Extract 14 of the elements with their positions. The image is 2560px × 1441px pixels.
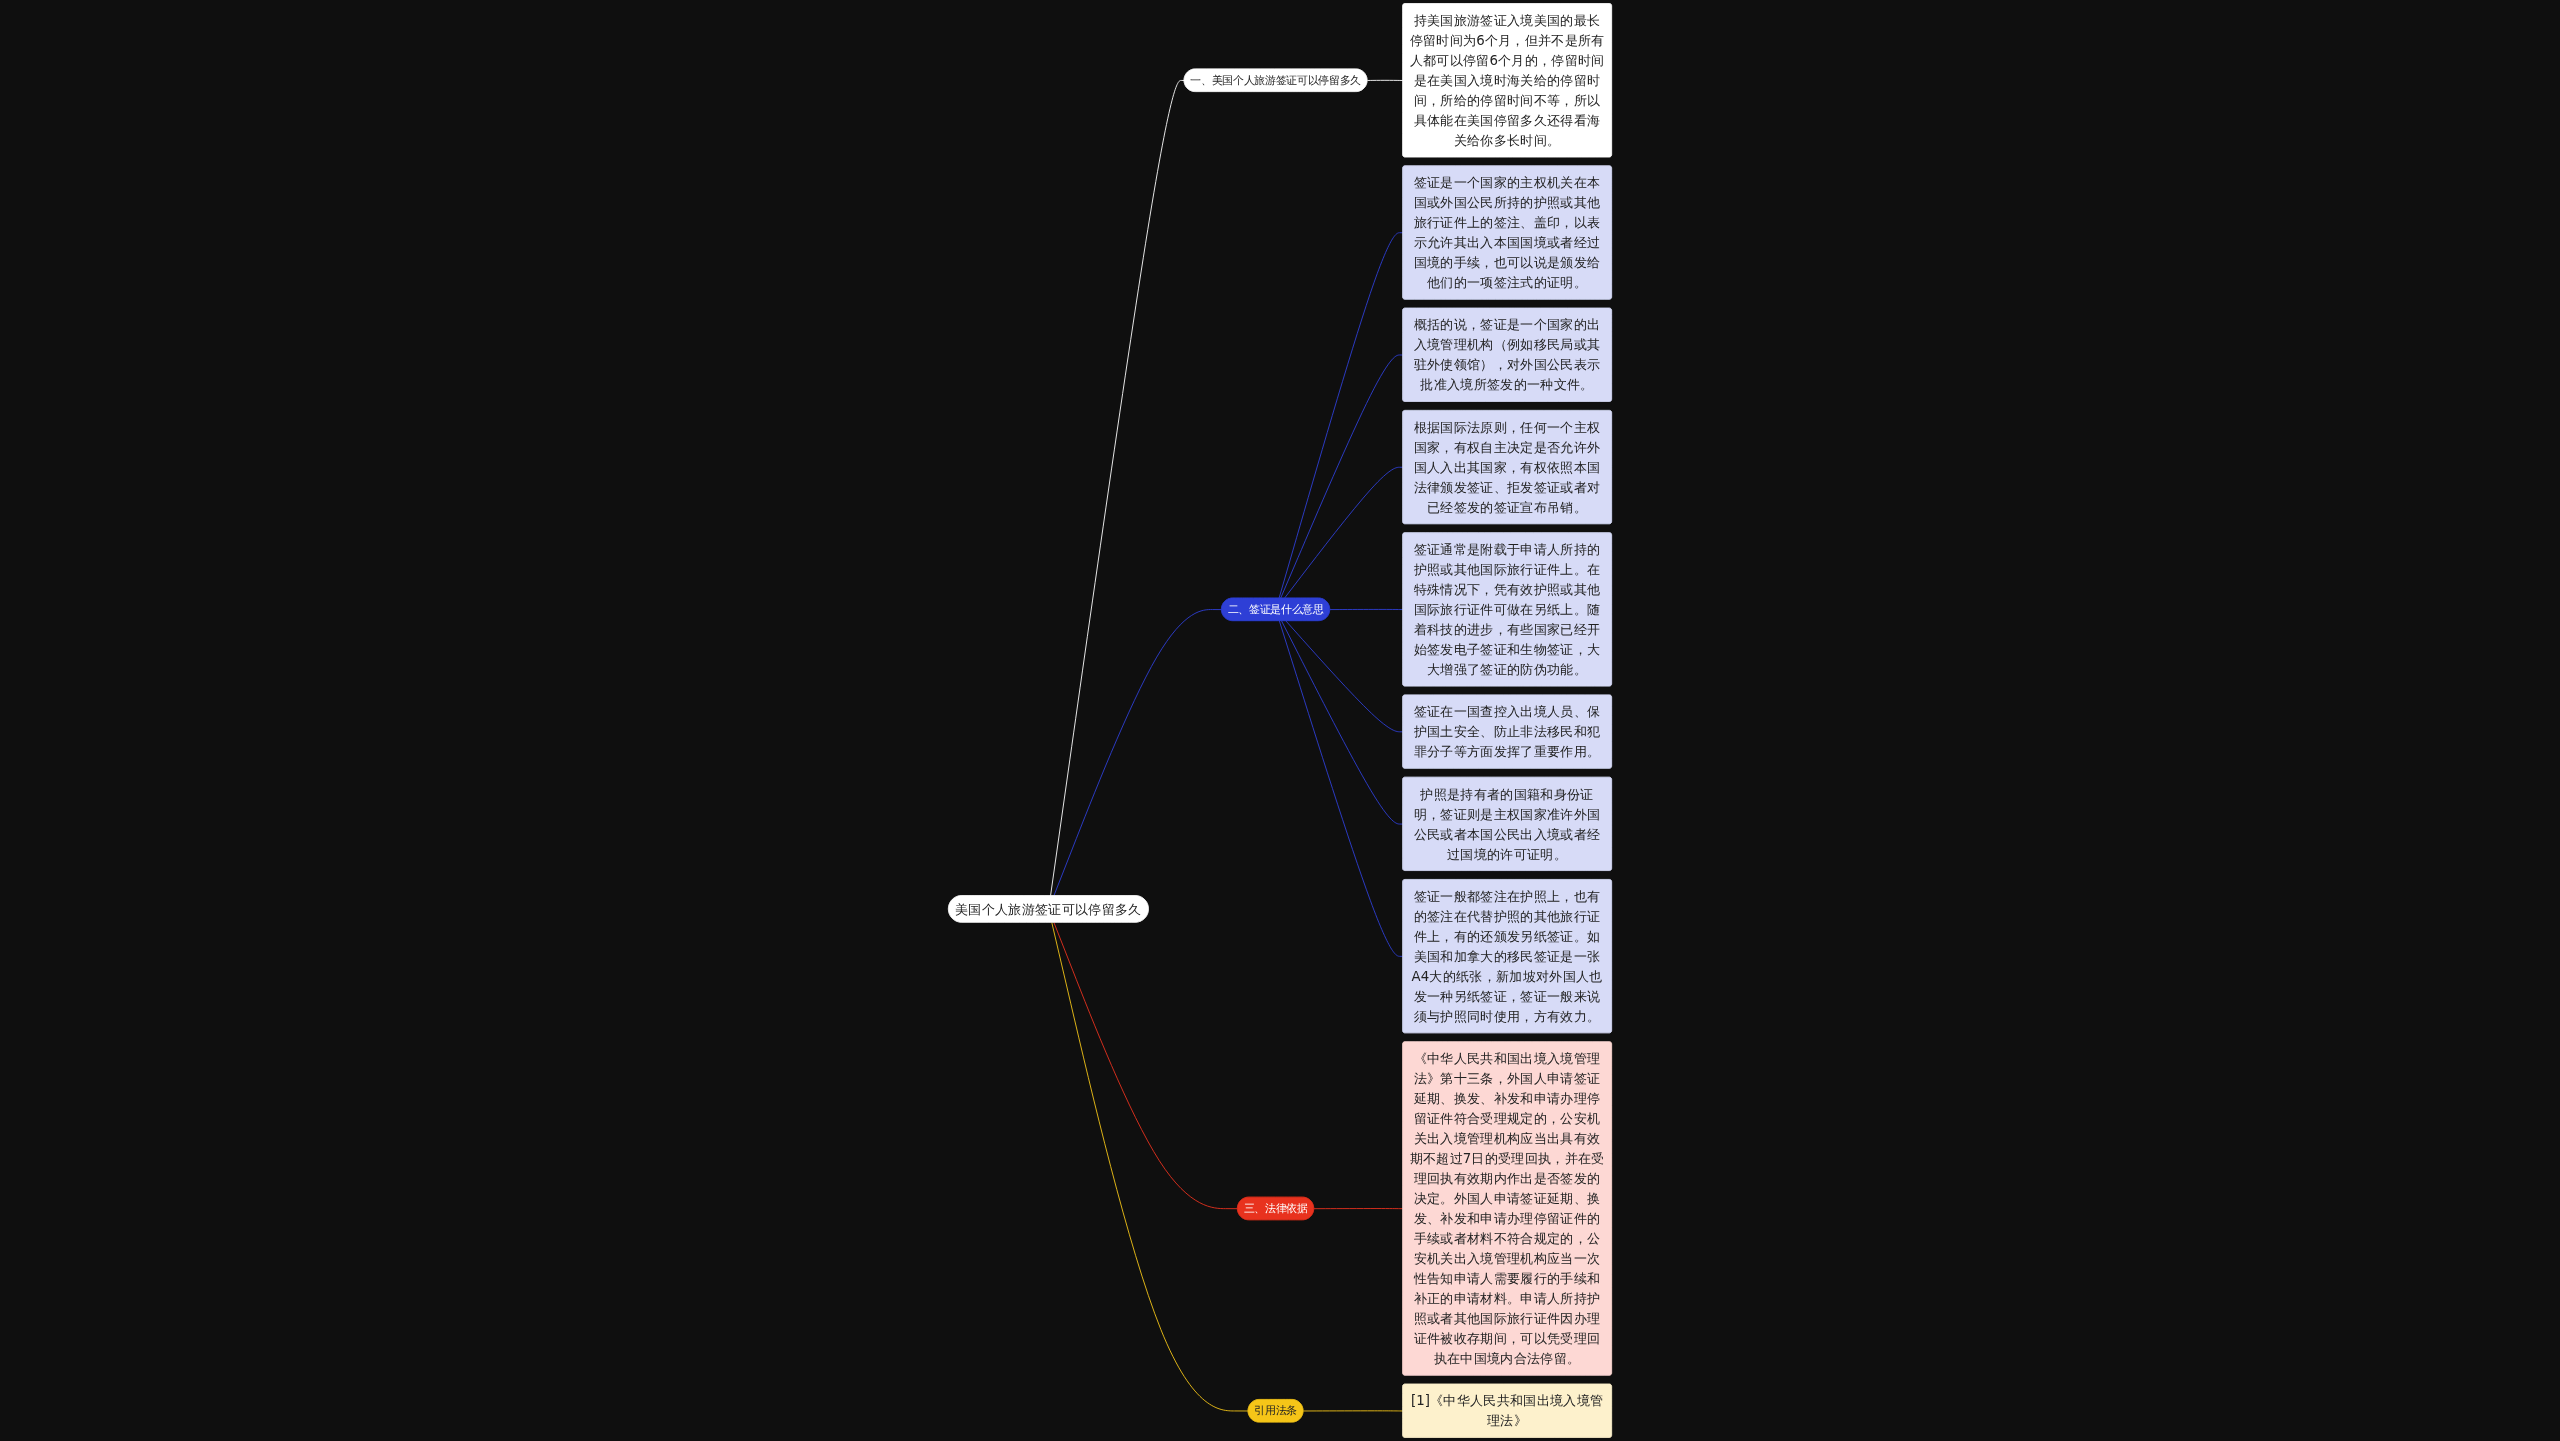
connector bbox=[1281, 620, 1404, 825]
connector bbox=[1285, 620, 1404, 733]
connector bbox=[1366, 79, 1404, 81]
connector bbox=[1313, 1208, 1404, 1210]
connector bbox=[1329, 608, 1404, 610]
connector bbox=[1051, 922, 1249, 1412]
connector bbox=[1284, 466, 1404, 599]
connector bbox=[1278, 620, 1404, 957]
connector bbox=[1302, 1410, 1404, 1412]
connector bbox=[1053, 609, 1223, 897]
connector bbox=[1278, 232, 1404, 599]
connector bbox=[1280, 354, 1404, 599]
connector bbox=[1053, 922, 1239, 1210]
connector bbox=[1050, 80, 1185, 897]
